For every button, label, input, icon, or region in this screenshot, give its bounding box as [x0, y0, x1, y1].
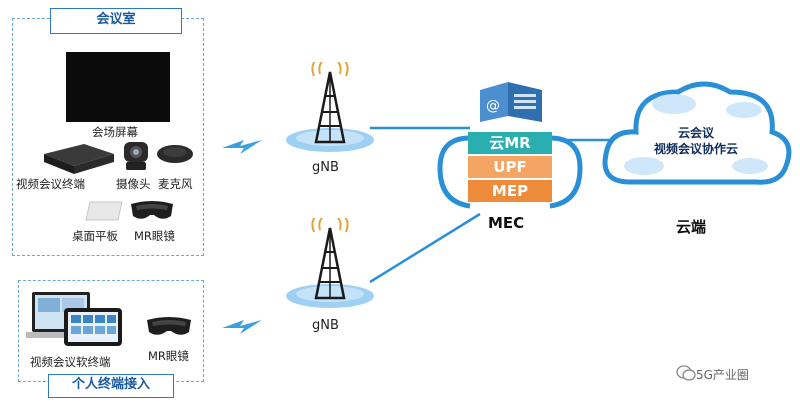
- mr-glasses-label-personal: MR眼镜: [148, 349, 189, 363]
- soft-terminal-icon: [26, 292, 122, 346]
- mec-layer-mep: MEP: [468, 180, 552, 202]
- microphone-icon: [157, 145, 193, 163]
- mr-glasses-label-room: MR眼镜: [134, 229, 175, 243]
- wireless-bolt-icon-top: [222, 140, 262, 154]
- cloud-line2: 视频会议协作云: [653, 142, 738, 156]
- gnb-label-bottom: gNB: [312, 318, 339, 333]
- meeting-screen-label: 会场屏幕: [92, 125, 138, 139]
- wechat-icon: [676, 365, 696, 381]
- mec-layer-upf: UPF: [468, 156, 552, 178]
- mr-glasses-icon-personal: [147, 317, 191, 335]
- mec-layer-mr: 云MR: [468, 132, 552, 154]
- video-terminal-icon: [44, 144, 114, 174]
- tablet-label: 桌面平板: [72, 229, 118, 243]
- microphone-label: 麦克风: [158, 177, 193, 191]
- tablet-icon: [85, 201, 123, 221]
- wireless-bolt-icon-bottom: [222, 320, 262, 334]
- meeting-room-title: 会议室: [50, 8, 182, 34]
- mec-label: MEC: [488, 214, 525, 232]
- personal-access-title: 个人终端接入: [48, 374, 174, 398]
- cloud-line1: 云会议: [677, 126, 714, 140]
- video-terminal-label: 视频会议终端: [16, 177, 85, 191]
- cloud-label: 云端: [676, 218, 707, 236]
- mr-glasses-icon: [131, 201, 173, 219]
- mec-ring: [437, 135, 583, 209]
- camera-label: 摄像头: [116, 177, 151, 191]
- gnb-tower-icon-bottom: [286, 218, 374, 308]
- soft-terminal-label: 视频会议软终端: [30, 355, 111, 369]
- gnb-tower-icon-top: [286, 62, 374, 152]
- meeting-screen-icon: [66, 52, 170, 122]
- camera-icon: [124, 142, 148, 170]
- cloud-icon: [602, 81, 792, 185]
- svg-text:@: @: [486, 98, 500, 114]
- watermark-text: 5G产业圈: [696, 368, 749, 382]
- gnb-label-top: gNB: [312, 160, 339, 175]
- server-icon: @: [480, 82, 542, 122]
